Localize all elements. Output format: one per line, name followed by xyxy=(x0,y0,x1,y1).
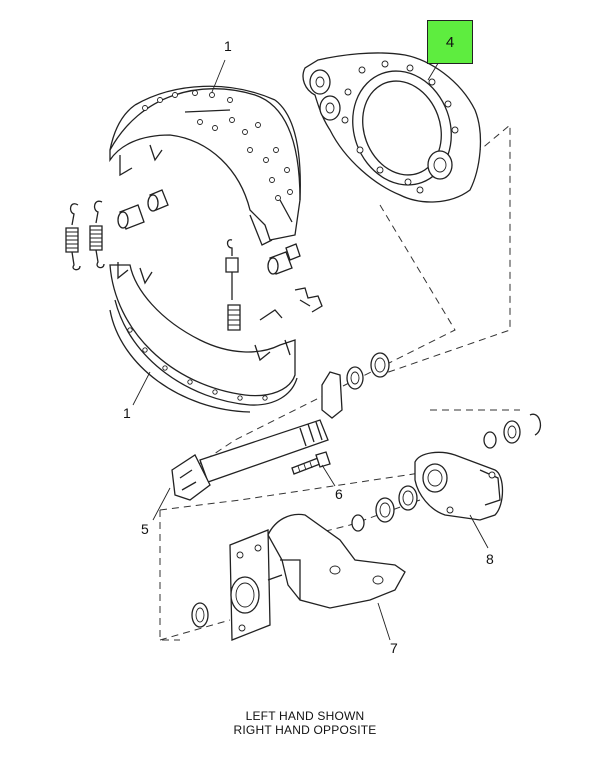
callout-1-lower-shoe: 1 xyxy=(123,405,131,421)
brake-shoe-upper xyxy=(109,85,301,246)
return-springs xyxy=(65,200,105,271)
brake-spider xyxy=(302,52,482,203)
camshaft xyxy=(171,419,329,501)
rollers xyxy=(117,189,301,275)
washers-and-seals xyxy=(191,413,542,628)
lining-rivet-holes-upper xyxy=(142,90,293,201)
callout-5-camshaft: 5 xyxy=(141,521,149,537)
brake-shoe-lower xyxy=(109,262,298,413)
chamber-bracket xyxy=(229,513,406,641)
callout-leader-lines xyxy=(132,59,489,641)
callout-6-bolt: 6 xyxy=(335,486,343,502)
caption-line-1: LEFT HAND SHOWN xyxy=(245,709,365,723)
center-spring xyxy=(225,239,323,331)
lining-rivet-holes-lower xyxy=(127,327,268,401)
callout-1-upper-shoe: 1 xyxy=(224,38,232,54)
spider-bolt-holes xyxy=(341,60,459,194)
callout-4-label: 4 xyxy=(445,33,455,51)
slack-adjuster xyxy=(414,451,504,521)
bolt xyxy=(291,451,331,475)
callout-7-bracket: 7 xyxy=(390,640,398,656)
assembly-guide-lines xyxy=(159,123,520,641)
callout-8-slack-adjuster: 8 xyxy=(486,551,494,567)
caption-line-2: RIGHT HAND OPPOSITE xyxy=(233,723,377,737)
callout-4-highlight: 4 xyxy=(427,20,473,64)
cam-bushing-seals xyxy=(321,352,390,419)
